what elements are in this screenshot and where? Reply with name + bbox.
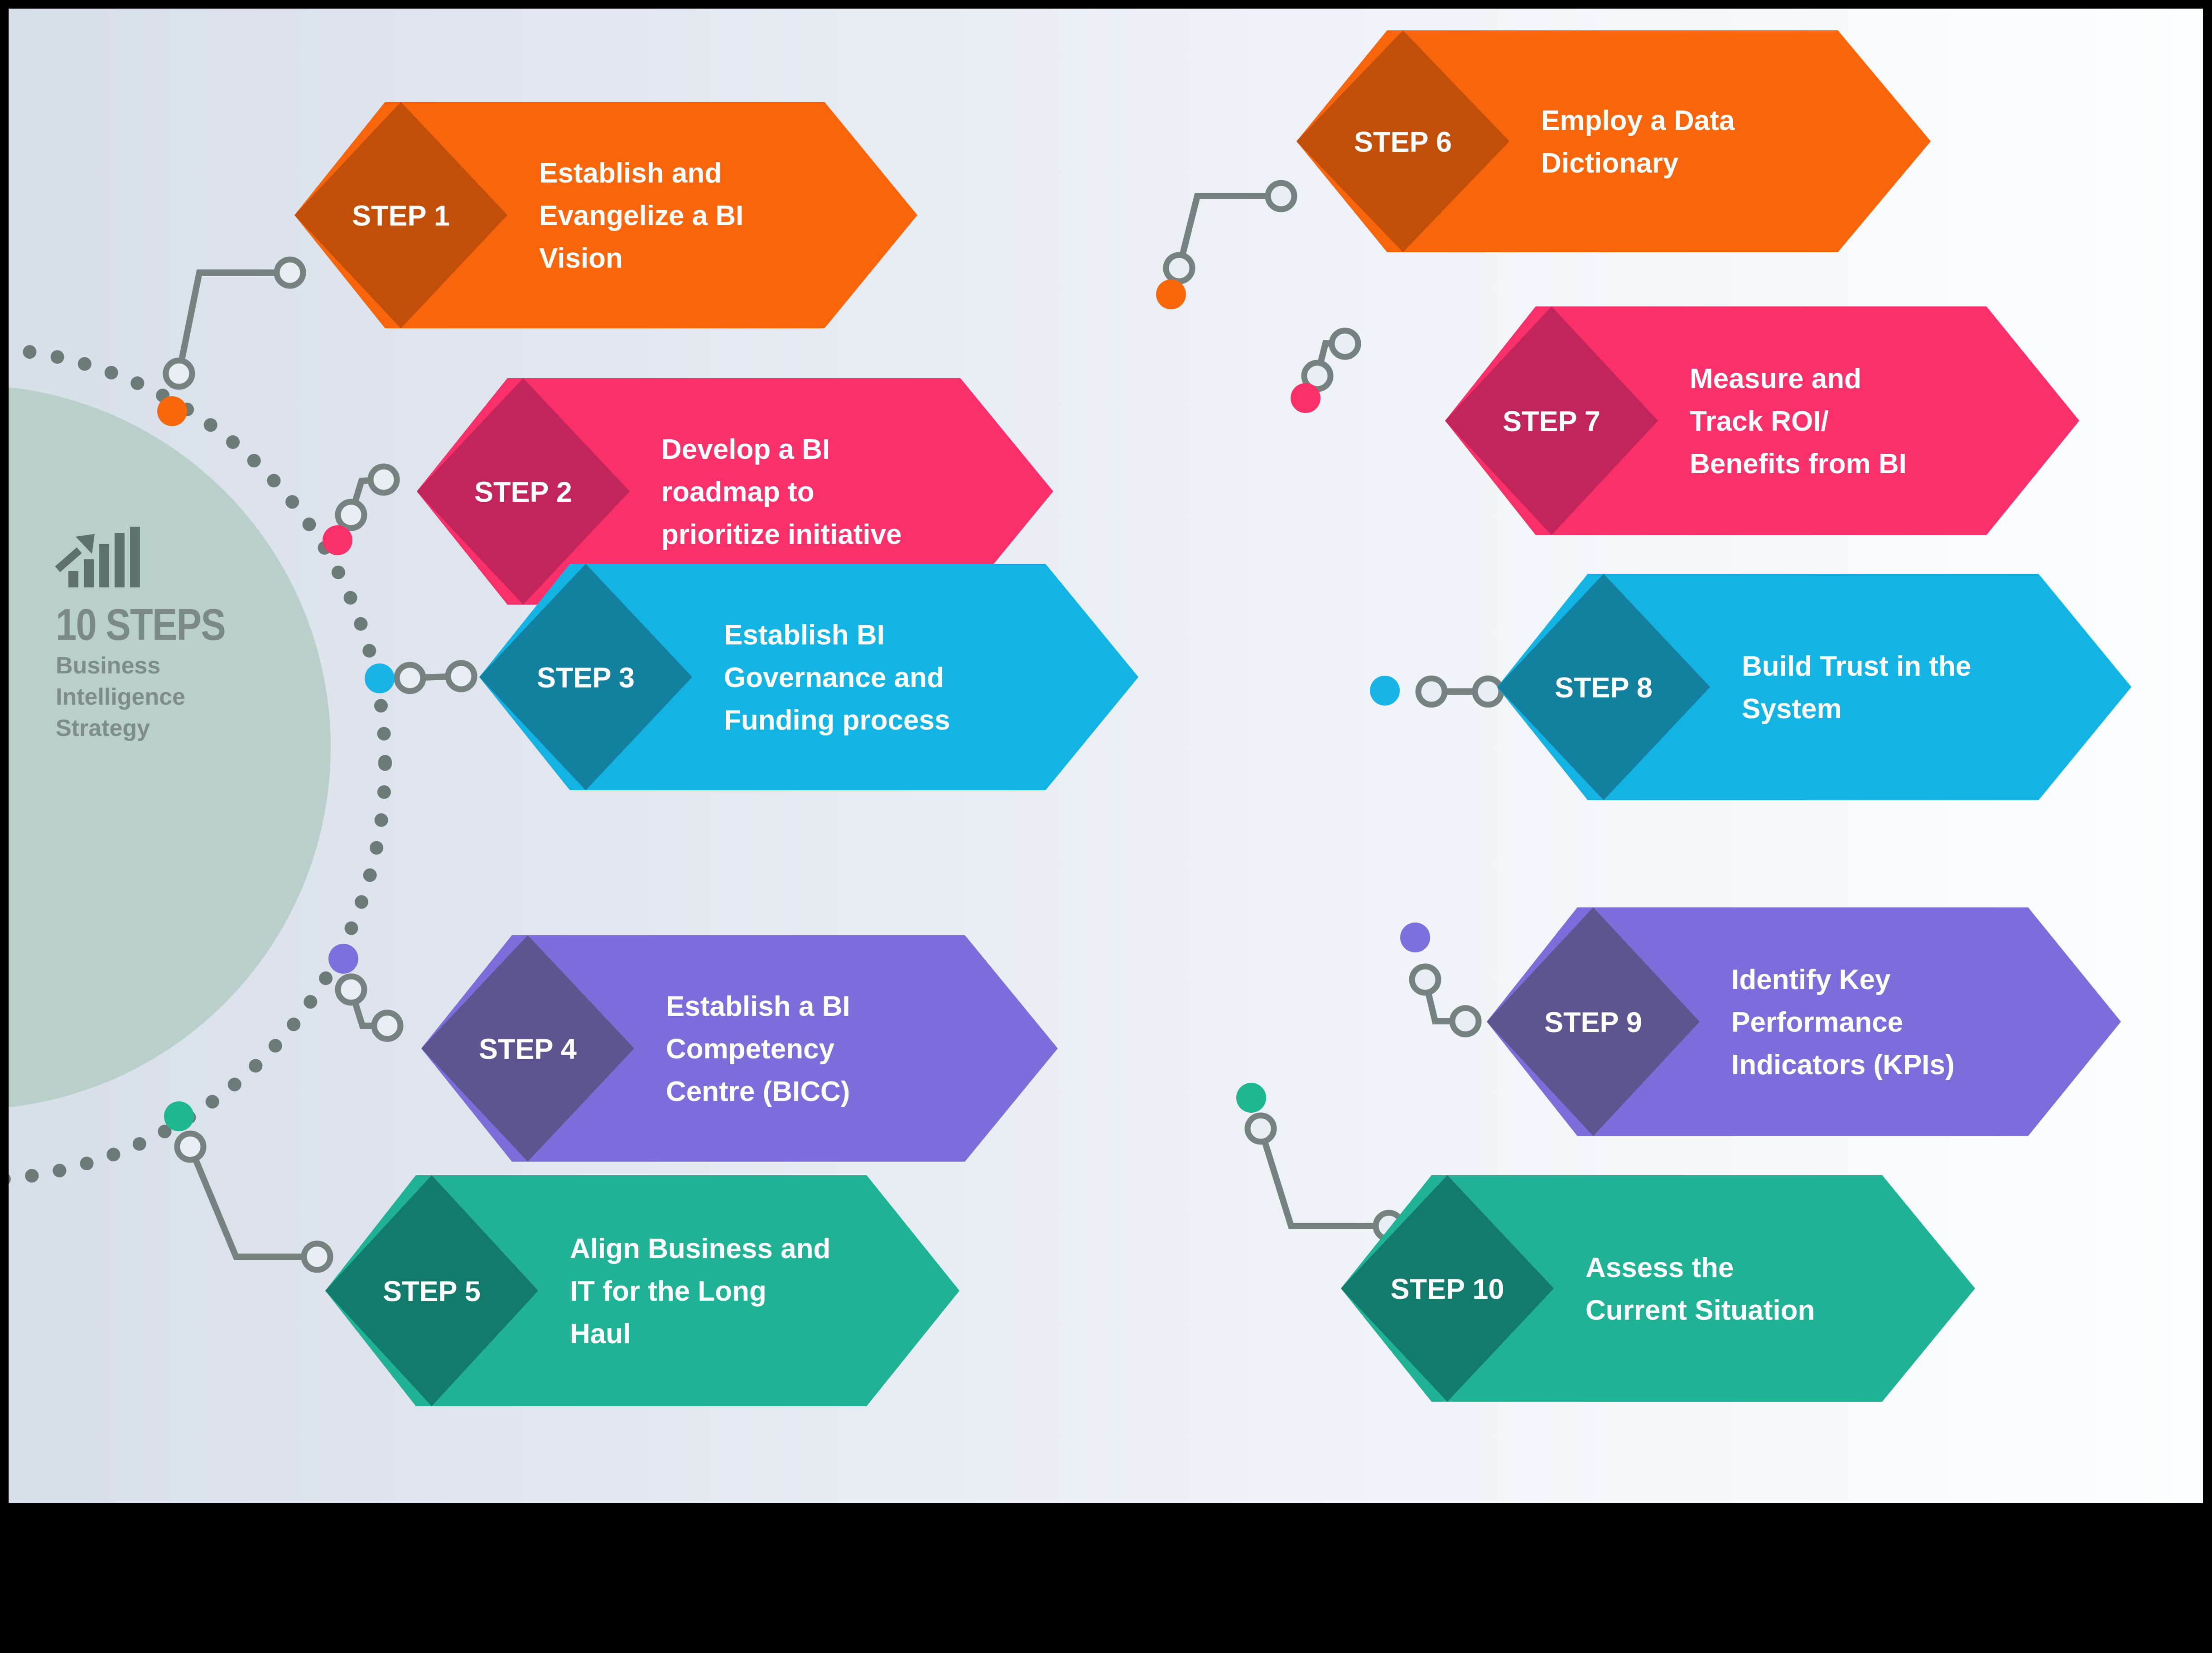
step-text-line: prioritize initiative bbox=[661, 519, 902, 550]
step-text-line: roadmap to bbox=[661, 476, 814, 508]
connector-ring-icon bbox=[1244, 1112, 1277, 1145]
step-label: STEP 4 bbox=[479, 1033, 577, 1065]
step-diamond bbox=[421, 935, 634, 1162]
brand-title: 10 STEPS bbox=[56, 600, 225, 649]
step-text-line: Governance and bbox=[724, 662, 944, 693]
step-text-line: Align Business and bbox=[570, 1233, 830, 1264]
step-label: STEP 1 bbox=[352, 200, 450, 232]
step-label: STEP 2 bbox=[474, 476, 572, 508]
step-label: STEP 8 bbox=[1555, 672, 1653, 704]
step-diamond bbox=[294, 102, 507, 328]
step-dot bbox=[1236, 1083, 1266, 1113]
step-dot bbox=[1370, 676, 1400, 706]
step-text-line: Employ a Data bbox=[1541, 105, 1735, 136]
step-text-line: Competency bbox=[666, 1033, 835, 1065]
step-5: STEP 5 Align Business and IT for the LongH… bbox=[164, 1101, 959, 1406]
step-text-line: Performance bbox=[1731, 1007, 1903, 1038]
connector-ring-icon bbox=[274, 256, 306, 289]
connector-ring-icon bbox=[394, 662, 426, 694]
step-9: STEP 9 Identify KeyPerformanceIndicators … bbox=[1400, 907, 2121, 1136]
step-text-line: Assess the bbox=[1586, 1252, 1734, 1283]
step-text-line: Centre (BICC) bbox=[666, 1076, 850, 1107]
connector-ring-icon bbox=[445, 660, 477, 692]
step-text-line: Benefits from BI bbox=[1690, 448, 1907, 480]
step-text-line: Establish and bbox=[539, 158, 722, 189]
connector-ring-icon bbox=[1449, 1005, 1482, 1038]
step-text-line: Establish BI bbox=[724, 620, 885, 651]
step-text-line: Dictionary bbox=[1541, 148, 1679, 179]
step-text-line: Funding process bbox=[724, 705, 950, 736]
connector-ring-icon bbox=[335, 499, 367, 531]
step-text-line: Indicators (KPIs) bbox=[1731, 1049, 1955, 1081]
step-text-line: System bbox=[1742, 693, 1842, 725]
step-text-line: Haul bbox=[570, 1318, 631, 1350]
brand-subtitle-line: Intelligence bbox=[56, 684, 185, 710]
step-text-line: Evangelize a BI bbox=[539, 200, 743, 231]
dotted-arc bbox=[9, 342, 392, 1186]
step-diamond bbox=[417, 378, 630, 605]
connector-ring-icon bbox=[163, 357, 195, 390]
connector-ring-icon bbox=[371, 1009, 404, 1042]
connector-line bbox=[176, 269, 290, 375]
step-text-line: IT for the Long bbox=[570, 1276, 766, 1307]
step-label: STEP 10 bbox=[1391, 1273, 1504, 1305]
step-dot bbox=[1156, 279, 1186, 309]
connector-line bbox=[1176, 193, 1281, 269]
step-text-line: Measure and bbox=[1690, 363, 1861, 394]
step-label: STEP 5 bbox=[383, 1276, 481, 1307]
connector-ring-icon bbox=[1409, 963, 1441, 996]
step-text-line: Establish a BI bbox=[666, 991, 850, 1022]
step-text-line: Build Trust in the bbox=[1742, 651, 1971, 682]
brand-subtitle-line: Strategy bbox=[56, 715, 150, 741]
connector-ring-icon bbox=[1329, 327, 1361, 360]
step-label: STEP 3 bbox=[537, 662, 635, 694]
step-dot bbox=[164, 1101, 194, 1131]
connector-ring-icon bbox=[367, 463, 400, 496]
step-diamond bbox=[1445, 306, 1658, 535]
step-text-line: Vision bbox=[539, 243, 623, 274]
step-dot bbox=[328, 944, 358, 974]
step-label: STEP 7 bbox=[1503, 406, 1600, 437]
step-banner bbox=[479, 564, 1138, 790]
step-text-line: Identify Key bbox=[1731, 964, 1891, 995]
step-text-line: Develop a BI bbox=[661, 434, 830, 465]
step-diamond bbox=[1487, 907, 1700, 1136]
connector-ring-icon bbox=[174, 1130, 207, 1163]
step-dot bbox=[157, 396, 187, 426]
step-diamond bbox=[1341, 1175, 1554, 1402]
step-label: STEP 6 bbox=[1354, 126, 1452, 158]
growth-trend-bar-chart-icon bbox=[55, 527, 140, 587]
connector-ring-icon bbox=[1472, 675, 1504, 708]
step-3: STEP 3 Establish BI Governance andFunding … bbox=[365, 564, 1138, 790]
step-dot bbox=[323, 525, 352, 555]
step-label: STEP 9 bbox=[1544, 1007, 1642, 1038]
connector-line bbox=[1258, 1127, 1389, 1229]
connector-ring-icon bbox=[335, 973, 367, 1006]
step-2: STEP 2 Develop a BI roadmap to prioritize i… bbox=[323, 378, 1053, 605]
brand-panel: 10 STEPS Business Intelligence Strategy bbox=[55, 527, 226, 741]
step-dot bbox=[1400, 923, 1430, 952]
step-diamond bbox=[1497, 574, 1710, 800]
step-text-line: Current Situation bbox=[1586, 1295, 1815, 1326]
connector-ring-icon bbox=[301, 1240, 333, 1273]
step-diamond bbox=[1296, 30, 1509, 252]
step-diamond bbox=[325, 1175, 538, 1406]
connector-ring-icon bbox=[1265, 180, 1297, 212]
step-dot bbox=[365, 663, 395, 693]
connector-ring-icon bbox=[1415, 675, 1448, 708]
connector-ring-icon bbox=[1163, 252, 1195, 284]
step-diamond bbox=[479, 564, 692, 790]
step-text-line: Track ROI/ bbox=[1690, 406, 1829, 437]
step-dot bbox=[1291, 383, 1320, 413]
brand-subtitle-line: Business bbox=[56, 653, 160, 679]
connector-line bbox=[187, 1145, 317, 1260]
